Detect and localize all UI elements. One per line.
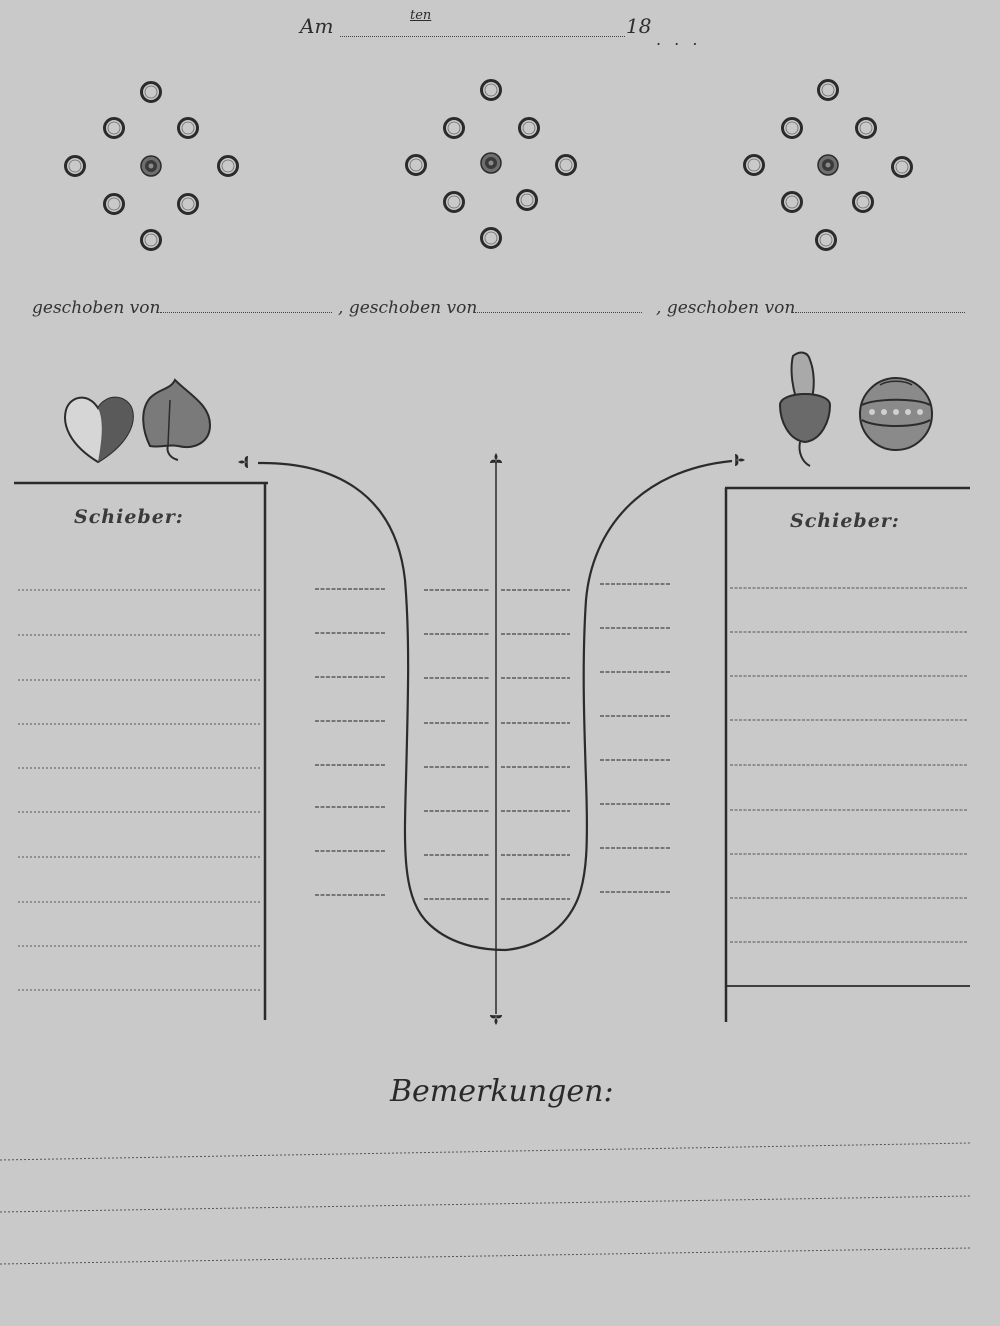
geschoben-separator: , [338, 298, 344, 318]
score-lines-outer-right[interactable] [600, 583, 670, 893]
pin-ring[interactable] [781, 191, 803, 213]
date-year-field[interactable]: . . . [656, 30, 702, 49]
score-lines-outer-left[interactable] [315, 588, 386, 896]
right-schieber-lines[interactable] [730, 587, 968, 943]
left-schieber-box [14, 481, 268, 1020]
geschoben-von-field[interactable] [160, 312, 333, 313]
geschoben-von-label: geschoben von [348, 298, 478, 318]
date-day-field[interactable] [340, 36, 625, 37]
pin-ring[interactable] [177, 117, 199, 139]
pin-ring[interactable] [555, 154, 577, 176]
right-schieber-box [724, 486, 970, 1022]
fleur-de-lis-icon [489, 452, 503, 464]
geschoben-von-label: geschoben von [666, 298, 796, 318]
date-am-label: Am [300, 14, 334, 38]
pin-ring[interactable] [443, 191, 465, 213]
bemerkungen-lines[interactable] [0, 1142, 971, 1265]
bemerkungen-heading: Bemerkungen: [390, 1074, 614, 1109]
pin-ring[interactable] [64, 155, 86, 177]
heart-icon [64, 396, 134, 464]
pin-diagram-2[interactable] [405, 79, 577, 249]
score-lines-inner-right[interactable] [501, 589, 570, 900]
pin-ring[interactable] [891, 156, 913, 178]
right-schieber-label: Schieber: [790, 510, 900, 532]
geschoben-von-2: , geschoben von [338, 298, 643, 318]
pin-ring[interactable] [855, 117, 877, 139]
pin-ring[interactable] [480, 79, 502, 101]
geschoben-von-3: , geschoben von [656, 298, 966, 318]
date-year-prefix: 18 [626, 14, 652, 38]
geschoben-von-field[interactable] [477, 312, 643, 313]
pin-ring[interactable] [140, 229, 162, 251]
pin-ring[interactable] [140, 81, 162, 103]
fleur-de-lis-icon [734, 453, 746, 467]
date-header: Am ten 18 . . . [300, 8, 710, 49]
pin-ring[interactable] [518, 117, 540, 139]
bell-icon [859, 377, 933, 451]
pin-ring[interactable] [443, 117, 465, 139]
pin-ring[interactable] [217, 155, 239, 177]
geschoben-separator: , [656, 298, 662, 318]
geschoben-von-1: geschoben von [32, 298, 333, 318]
king-pin[interactable] [140, 155, 162, 177]
king-pin[interactable] [817, 154, 839, 176]
fleur-de-lis-icon [489, 1014, 503, 1026]
pin-ring[interactable] [852, 191, 874, 213]
pin-ring[interactable] [815, 229, 837, 251]
pin-diagram-3[interactable] [743, 79, 913, 251]
left-schieber-lines[interactable] [18, 589, 260, 991]
pin-ring[interactable] [743, 154, 765, 176]
left-schieber-label: Schieber: [74, 506, 184, 528]
center-scoreboard [237, 452, 746, 1026]
king-pin[interactable] [480, 152, 502, 174]
pin-ring[interactable] [103, 117, 125, 139]
geschoben-von-label: geschoben von [32, 298, 161, 318]
pin-ring[interactable] [405, 154, 427, 176]
u-curve [257, 459, 733, 952]
pin-ring[interactable] [817, 79, 839, 101]
leaf-icon [142, 378, 212, 461]
pin-ring[interactable] [781, 117, 803, 139]
fleur-de-lis-icon [237, 455, 249, 469]
pin-diagram-1[interactable] [64, 81, 239, 251]
score-lines-inner-left[interactable] [424, 589, 490, 900]
geschoben-von-field[interactable] [795, 312, 966, 313]
pin-ring[interactable] [516, 189, 538, 211]
pin-ring[interactable] [177, 193, 199, 215]
pin-ring[interactable] [480, 227, 502, 249]
date-ten-label: ten [410, 8, 432, 23]
pin-ring[interactable] [103, 193, 125, 215]
acorn-icon [778, 351, 832, 467]
